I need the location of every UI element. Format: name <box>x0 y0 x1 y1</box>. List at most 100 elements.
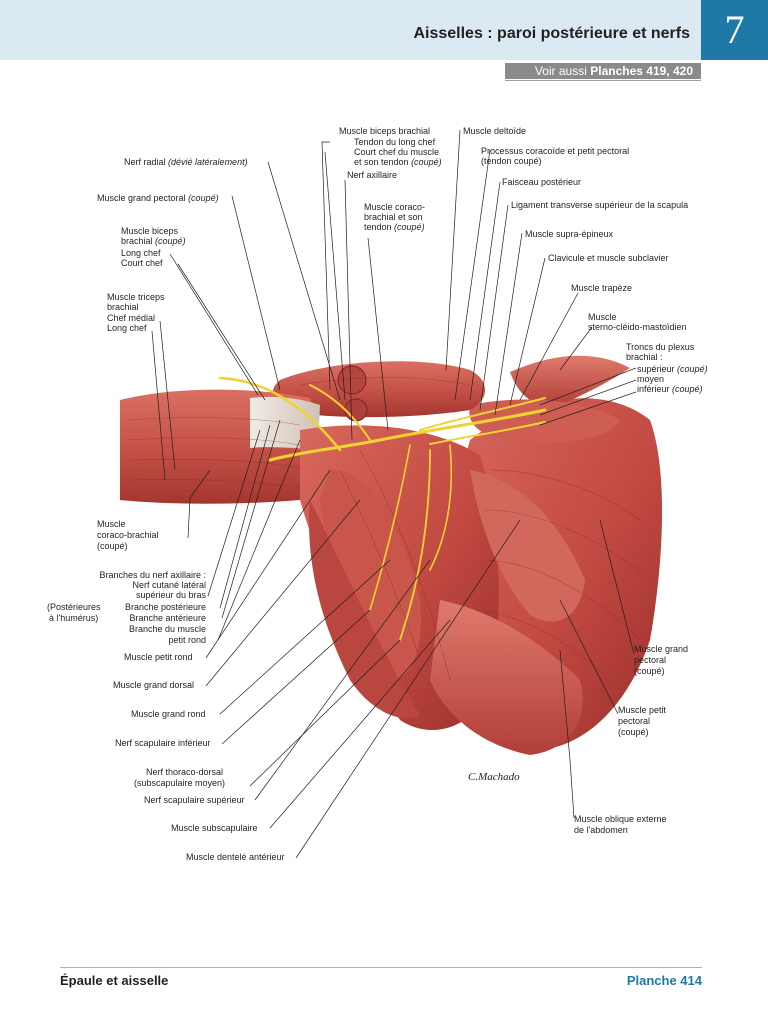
deltoid-muscle-shape <box>272 361 485 418</box>
label-petit-pectoral-r-2: pectoral <box>618 716 651 726</box>
label-processus-italic: (tendon coupé) <box>481 156 542 166</box>
label-thoraco-2: (subscapulaire moyen) <box>134 778 226 788</box>
footer-divider <box>60 967 702 968</box>
label-grand-pectoral-r-1: Muscle grand <box>634 644 689 654</box>
muscles-group <box>120 355 663 755</box>
header-band <box>0 0 768 60</box>
label-coraco-2: brachial et son <box>364 212 423 222</box>
footer-section-title: Épaule et aisselle <box>60 973 169 988</box>
label-tendon-long-chef: Tendon du long chef <box>354 137 436 147</box>
label-grand-pectoral-r-2: pectoral <box>634 655 667 665</box>
label-triceps-4: Long chef <box>107 323 147 333</box>
label-clavicule: Clavicule et muscle subclavier <box>548 253 669 263</box>
label-coraco-b-2: coraco-brachial <box>97 530 159 540</box>
label-court-chef-muscle: Court chef du muscle <box>354 147 440 157</box>
label-biceps-2-italic: (coupé) <box>155 236 186 246</box>
label-nerf-axillaire: Nerf axillaire <box>347 170 398 180</box>
plate-number-badge: 7 <box>701 0 768 60</box>
biceps-tendon-cut-shape <box>337 365 367 395</box>
label-biceps-2: brachial (coupé) <box>121 236 186 246</box>
label-grand-rond: Muscle grand rond <box>131 709 206 719</box>
label-petit-pectoral-r-3: (coupé) <box>618 727 649 737</box>
label-troncs-4: moyen <box>637 374 665 384</box>
label-nerf-radial: Nerf radial (dévié latéralement) <box>124 157 248 167</box>
label-grand-pectoral-top-text: Muscle grand pectoral <box>97 193 186 203</box>
label-biceps-brachial-top: Muscle biceps brachial <box>339 126 431 136</box>
pectoralis-minor-muscle-shape <box>470 470 585 622</box>
label-coraco-b-3: (coupé) <box>97 541 128 551</box>
label-scapulaire-superieur: Nerf scapulaire supérieur <box>144 795 245 805</box>
label-branche-anterieure: Branche antérieure <box>129 613 206 623</box>
label-biceps-3: Long chef <box>121 248 161 258</box>
label-branches-title: Branches du nerf axillaire : <box>99 570 206 580</box>
upper-subscapular-nerve-shape <box>429 444 453 571</box>
label-biceps-1: Muscle biceps <box>121 226 179 236</box>
label-subscapulaire: Muscle subscapulaire <box>171 823 258 833</box>
label-troncs-5-italic: (coupé) <box>672 384 703 394</box>
label-court-chef-tendon-text: et son tendon <box>354 157 409 167</box>
label-oblique-2: de l'abdomen <box>574 825 628 835</box>
label-dentele-anterieur: Muscle dentelé antérieur <box>186 852 285 862</box>
label-coraco-1: Muscle coraco- <box>364 202 426 212</box>
label-coraco-3: tendon (coupé) <box>364 222 425 232</box>
lower-subscapular-nerve-shape <box>369 444 411 611</box>
coracobrachialis-cut-shape <box>344 398 368 422</box>
label-troncs-5-text: inférieur <box>637 384 670 394</box>
label-deltoide: Muscle deltoïde <box>463 126 527 136</box>
label-court-chef-tendon-italic: (coupé) <box>411 157 442 167</box>
label-oblique-1: Muscle oblique externe <box>574 814 667 824</box>
label-biceps-4: Court chef <box>121 258 163 268</box>
label-supra-epineux: Muscle supra-épineux <box>525 229 614 239</box>
label-scapulaire-inferieur: Nerf scapulaire inférieur <box>115 738 211 748</box>
label-post-humerus-2: à l'humérus) <box>49 613 99 623</box>
radial-nerve-shape <box>218 376 342 452</box>
label-biceps-2-text: brachial <box>121 236 153 246</box>
label-ligament: Ligament transverse supérieur de la scap… <box>511 200 689 210</box>
label-thoraco-1: Nerf thoraco-dorsal <box>146 767 224 777</box>
artist-signature: C.Machado <box>468 771 520 783</box>
serratus-anterior-muscle-shape <box>430 600 583 755</box>
label-nerf-radial-italic: (dévié latéralement) <box>168 157 248 167</box>
brachial-plexus-nerve-shape <box>268 408 547 462</box>
nerves-group <box>218 376 547 641</box>
lower-trunk-shape <box>429 421 546 445</box>
label-coraco-3-text: tendon <box>364 222 392 232</box>
page-title: Aisselles : paroi postérieure et nerfs <box>413 25 690 42</box>
label-grand-pectoral-top-italic: (coupé) <box>188 193 219 203</box>
label-nerf-radial-text: Nerf radial <box>124 157 166 167</box>
leader-lines <box>151 129 637 859</box>
see-also-divider <box>505 80 701 81</box>
label-branche-petit-rond-1: Branche du muscle <box>128 624 206 634</box>
label-court-chef-tendon: et son tendon (coupé) <box>354 157 442 167</box>
label-grand-dorsal: Muscle grand dorsal <box>113 680 195 690</box>
label-branche-petit-rond-2: petit rond <box>168 635 206 645</box>
label-branches-1: Nerf cutané latéral <box>132 580 206 590</box>
label-troncs-2: brachial : <box>626 352 663 362</box>
label-petit-pectoral-r-1: Muscle petit <box>618 705 667 715</box>
label-troncs-3: supérieur (coupé) <box>637 364 708 374</box>
label-petit-rond: Muscle petit rond <box>124 652 193 662</box>
footer-plate-number: Planche 414 <box>626 973 702 988</box>
trapezius-muscle-shape <box>510 355 630 407</box>
see-also-link[interactable]: Planches 419, 420 <box>590 64 693 78</box>
label-coraco-b-1: Muscle <box>97 519 126 529</box>
label-troncs-3-text: supérieur <box>637 364 675 374</box>
see-also-prefix: Voir aussi <box>534 64 587 78</box>
label-triceps-3: Chef médial <box>107 313 156 323</box>
label-faisceau-posterieur: Faisceau postérieur <box>502 177 582 187</box>
label-troncs-1: Troncs du plexus <box>626 342 695 352</box>
label-sterno-1: Muscle <box>588 312 617 322</box>
label-processus: Processus coracoïde et petit pectoral <box>481 146 630 156</box>
label-grand-pectoral-top: Muscle grand pectoral (coupé) <box>97 193 219 203</box>
teres-major-muscle-shape <box>320 470 421 682</box>
label-sterno-2: sterno-cléido-mastoïdien <box>588 322 687 332</box>
see-also-bar: Voir aussi Planches 419, 420 <box>505 63 701 79</box>
signature-text: C.Machado <box>468 771 520 783</box>
muscle-fibers <box>129 377 646 691</box>
upper-trunk-shape <box>419 397 546 431</box>
label-grand-pectoral-r-3: (coupé) <box>634 666 665 676</box>
label-troncs-5: inférieur (coupé) <box>637 384 703 394</box>
label-troncs-3-italic: (coupé) <box>677 364 708 374</box>
axillary-nerve-shape <box>309 384 371 441</box>
